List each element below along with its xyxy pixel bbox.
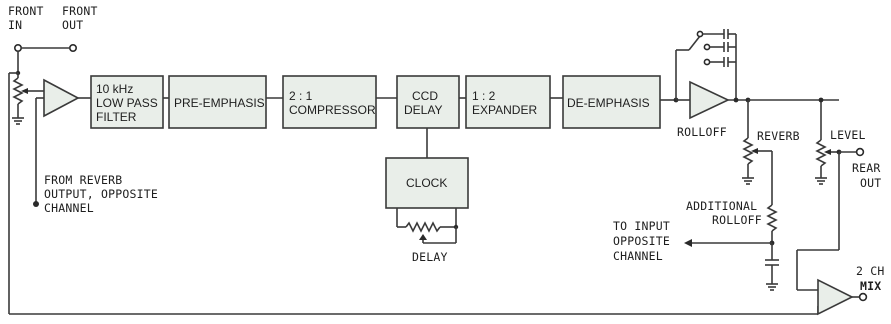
delay-control [396,208,459,244]
to-input-label-3: CHANNEL [613,249,663,263]
expander-label-2: EXPANDER [472,103,537,117]
reverb-pot[interactable] [742,100,773,205]
rolloff-switch[interactable] [675,29,737,100]
filter-label-1: 10 kHz [96,82,133,96]
rolloff-label: ROLLOFF [677,125,727,139]
de-emphasis-label: DE-EMPHASIS [567,96,650,110]
mix-label-2: MIX [860,279,881,293]
delay-resistor [405,221,441,233]
pre-emphasis-label: PRE-EMPHASIS [174,96,265,110]
rear-out-jack[interactable] [855,147,865,157]
compressor-label-1: 2 : 1 [289,89,313,103]
rear-out-label-2: OUT [860,176,881,190]
rear-out-label: REAR [852,161,881,175]
from-reverb-label: FROM REVERB [44,173,122,187]
to-input-label-2: OPPOSITE [613,234,670,248]
clock-label: CLOCK [406,176,447,190]
additional-rolloff-network [684,204,779,291]
input-pot-resistor [12,77,24,105]
input-amplifier [43,78,80,118]
level-label: LEVEL [830,128,866,142]
front-out-label: FRONT [62,4,98,18]
additional-rolloff-label-2: ROLLOFF [712,213,762,227]
input-section [8,43,818,315]
to-input-label: TO INPUT [613,219,670,233]
low-pass-filter-block [90,75,164,129]
front-in-label-2: IN [8,18,22,32]
front-in-label: FRONT [8,4,44,18]
compressor-label-2: COMPRESSOR [289,103,376,117]
front-in-jack[interactable] [14,43,23,52]
ground-icon [12,117,24,125]
expander-block [465,75,551,129]
expander-label-1: 1 : 2 [472,89,496,103]
mix-jack[interactable] [858,292,868,302]
filter-label-2: LOW PASS [96,96,158,110]
front-out-label-2: OUT [62,18,83,32]
ccd-delay-block [396,75,460,129]
rolloff-amplifier [689,80,730,120]
reverb-label: REVERB [757,129,800,143]
clock-block [385,157,469,209]
de-emphasis-block [562,75,661,129]
from-reverb-label-3: CHANNEL [44,201,94,215]
mix-label: 2 CH [856,264,885,278]
ccd-delay-label-1: CCD [412,89,438,103]
from-reverb-label-2: OUTPUT, OPPOSITE [44,187,158,201]
level-pot[interactable] [815,100,856,250]
ccd-delay-label-2: DELAY [404,103,442,117]
additional-rolloff-label: ADDITIONAL [686,199,757,213]
delay-label[interactable]: DELAY [412,250,448,264]
compressor-block [282,75,377,129]
mix-amplifier [817,278,854,316]
pre-emphasis-block [168,75,267,129]
front-out-jack[interactable] [69,43,78,52]
filter-label-3: FILTER [96,110,137,124]
